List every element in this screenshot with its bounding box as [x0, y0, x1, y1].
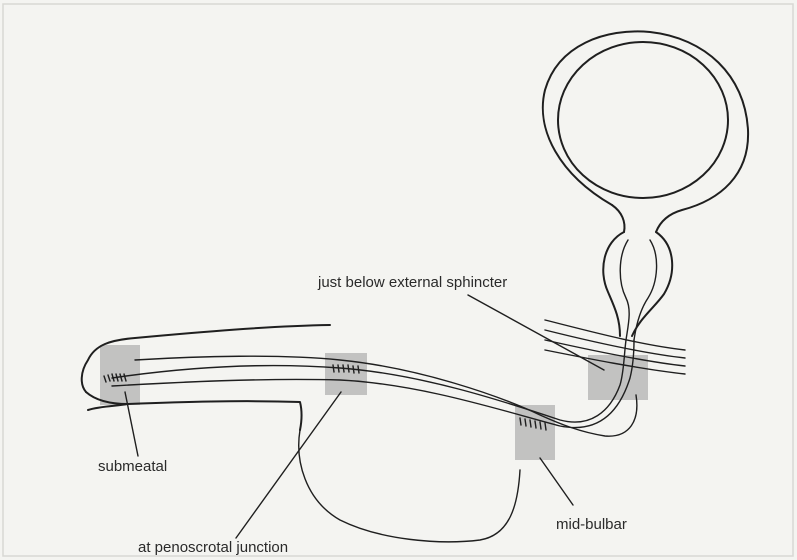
prostatic-urethra-left: [620, 240, 629, 340]
bladder-lumen: [558, 42, 728, 198]
bladder-outer-wall: [543, 31, 748, 232]
penoscrotal-leader: [236, 392, 341, 538]
label-sphincter: just below external sphincter: [317, 274, 507, 291]
label-penoscrotal: at penoscrotal junction: [138, 539, 288, 556]
label-bulbar: mid-bulbar: [556, 516, 627, 533]
sphincter-site: [588, 355, 648, 400]
label-submeatal: submeatal: [98, 458, 167, 475]
urethra-lower-wall: [112, 340, 634, 428]
bladder-neck-left: [612, 205, 625, 232]
prostatic-urethra-right: [634, 240, 657, 340]
sphincter-leader: [468, 295, 604, 370]
bulbar-leader: [540, 458, 573, 505]
scrotum: [299, 430, 520, 542]
penis-ventral-outline: [128, 401, 302, 430]
bladder: [543, 31, 748, 340]
